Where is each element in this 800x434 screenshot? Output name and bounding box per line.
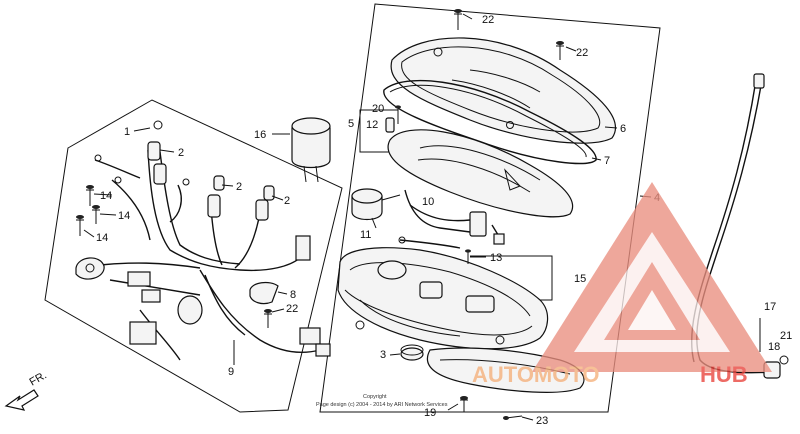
bulb-socket[interactable] xyxy=(291,117,331,183)
front-arrow-icon xyxy=(4,389,39,411)
watermark-triangle-center xyxy=(628,290,676,330)
callout-3: 3 xyxy=(380,349,386,361)
meter-panel[interactable] xyxy=(387,129,574,218)
wire-harness[interactable] xyxy=(75,120,331,361)
wire-clamp[interactable] xyxy=(249,281,279,305)
callout-10: 10 xyxy=(422,196,434,208)
callout-22: 22 xyxy=(576,47,588,59)
meter-gasket[interactable] xyxy=(383,79,597,165)
copyright-line2: Page design (c) 2004 - 2014 by ARI Netwo… xyxy=(316,402,448,408)
callout-16: 16 xyxy=(254,129,266,141)
callout-1: 1 xyxy=(124,126,130,138)
callout-21: 21 xyxy=(780,330,792,342)
front-label: FR. xyxy=(28,369,49,388)
callout-2: 2 xyxy=(178,147,184,159)
automotohub-watermark: AUTOMOTO HUB xyxy=(472,182,772,387)
copyright-notice: Copyright Page design (c) 2004 - 2014 by… xyxy=(316,394,448,408)
leader-lines xyxy=(83,13,652,421)
callout-18: 18 xyxy=(768,341,780,353)
copyright-line1: Copyright xyxy=(363,394,387,400)
meter-harness-10[interactable] xyxy=(398,189,505,249)
callout-14: 14 xyxy=(118,210,130,222)
meter-case[interactable] xyxy=(337,247,549,350)
callout-7: 7 xyxy=(604,155,610,167)
callout-15: 15 xyxy=(574,273,586,285)
screw-14-set[interactable] xyxy=(76,185,100,236)
callout-11: 11 xyxy=(360,229,371,241)
indicator-socket[interactable] xyxy=(351,188,401,221)
callout-17: 17 xyxy=(764,301,776,313)
callout-19: 19 xyxy=(424,407,436,419)
watermark-text-automoto: AUTOMOTO xyxy=(472,362,600,387)
sub-bracket-5 xyxy=(359,109,398,153)
screws-22[interactable] xyxy=(264,9,564,328)
callout-22: 22 xyxy=(286,303,298,315)
callout-23: 23 xyxy=(536,415,548,427)
small-parts-12-20[interactable] xyxy=(385,105,401,133)
callout-9: 9 xyxy=(228,366,234,378)
rubber-cap[interactable] xyxy=(400,344,424,361)
callout-20: 20 xyxy=(372,103,384,115)
callout-2: 2 xyxy=(284,195,290,207)
callout-14: 14 xyxy=(96,232,108,244)
callout-13: 13 xyxy=(490,252,502,264)
callout-5: 5 xyxy=(348,118,354,130)
callout-22: 22 xyxy=(482,14,494,26)
callout-12: 12 xyxy=(366,119,378,131)
meter-upper-cover[interactable] xyxy=(390,37,617,144)
callout-2: 2 xyxy=(236,181,242,193)
watermark-text-hub: HUB xyxy=(700,362,748,387)
callout-6: 6 xyxy=(620,123,626,135)
callout-14: 14 xyxy=(100,190,112,202)
screw-13[interactable] xyxy=(465,249,471,264)
right-assembly-boundary xyxy=(319,3,661,413)
callout-8: 8 xyxy=(290,289,296,301)
callout-labels: 1 2 2 2 3 4 5 6 7 8 9 10 11 12 13 14 14 … xyxy=(96,14,792,427)
left-assembly-boundary xyxy=(44,99,343,413)
screws-19-23[interactable] xyxy=(460,396,523,420)
front-direction-indicator: FR. xyxy=(4,369,49,411)
